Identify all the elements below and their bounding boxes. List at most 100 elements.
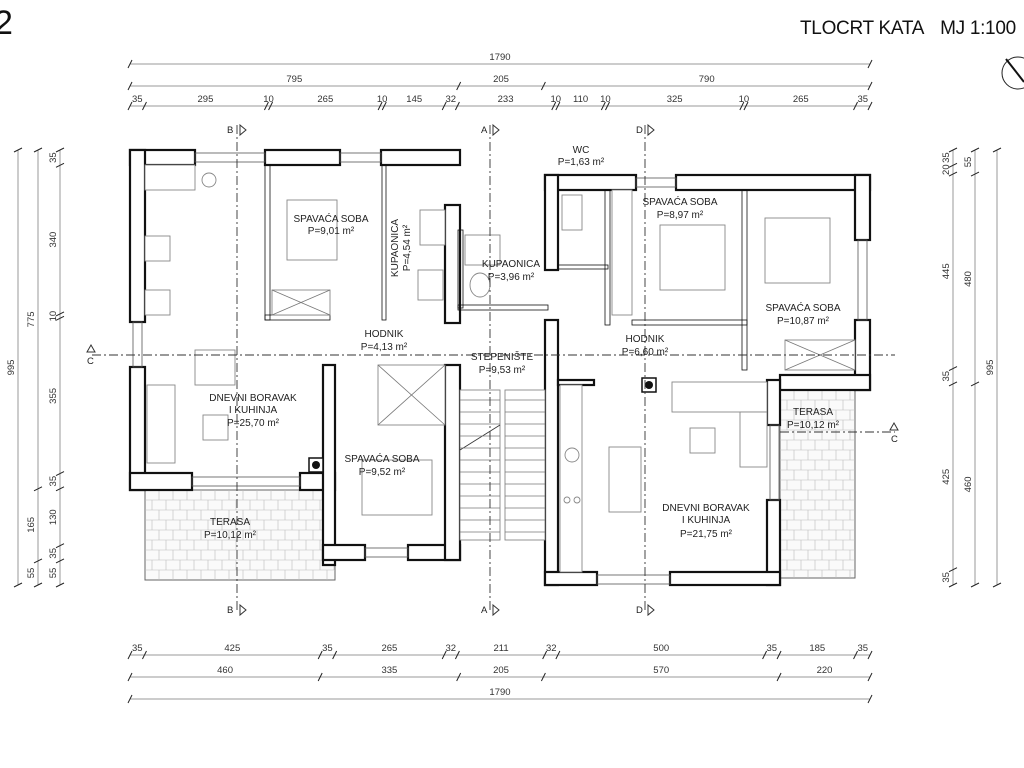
- toilet-icon: [561, 194, 583, 231]
- dimension-label: 35: [132, 643, 143, 654]
- dimension-tick: [317, 650, 323, 660]
- terrace-left: [144, 489, 336, 581]
- dimension-label: 35: [941, 152, 952, 163]
- dimension-label: 35: [48, 152, 59, 163]
- dimension-tick: [127, 101, 133, 111]
- room-name: I KUHINJA: [682, 515, 731, 526]
- dimension-tick: [454, 650, 460, 660]
- dimension-tick: [743, 101, 749, 111]
- section-marker-c-right: C: [891, 434, 898, 445]
- room-area: P=1,63 m²: [558, 157, 605, 168]
- dimension-label: 1790: [489, 687, 510, 698]
- dimension-tick: [551, 101, 557, 111]
- dimension-label: 130: [48, 509, 59, 525]
- dimension-tick: [381, 101, 387, 111]
- room-area: P=4,54 m²: [402, 224, 413, 271]
- sofa-icon: [146, 384, 176, 464]
- dimension-tick: [55, 471, 65, 476]
- dimension-label: 10: [600, 94, 611, 105]
- dimension-tick: [867, 672, 873, 682]
- dimension-tick: [776, 650, 782, 660]
- dimension-label: 32: [546, 643, 557, 654]
- dimension-tick: [317, 672, 323, 682]
- dimension-tick: [542, 650, 548, 660]
- dimension-tick: [441, 650, 447, 660]
- dimension-tick: [454, 101, 460, 111]
- dimension-label: 55: [963, 157, 974, 168]
- washbasin-icon: [419, 209, 446, 246]
- dimension-label: 32: [446, 94, 457, 105]
- dimension-tick: [540, 81, 546, 91]
- dimension-label: 795: [286, 74, 302, 85]
- room-name: TERASA: [210, 517, 250, 528]
- dimension-tick: [456, 81, 462, 91]
- section-markers: B B A A D D C C: [86, 123, 899, 617]
- dimension-tick: [948, 582, 958, 588]
- dimension-tick: [867, 59, 873, 69]
- section-marker-b-bottom: B: [227, 605, 233, 616]
- room-name: STEPENIŠTE: [471, 350, 534, 363]
- dimension-label: 460: [217, 665, 233, 676]
- dimension-label: 35: [941, 371, 952, 382]
- room-area: P=10,87 m²: [777, 316, 830, 327]
- dimension-label: 35: [132, 94, 143, 105]
- dimension-label: 185: [809, 643, 825, 654]
- kitchen-sink-icon: [144, 164, 196, 191]
- dimension-tick: [55, 582, 65, 588]
- dimension-tick: [33, 582, 43, 588]
- section-lines: [92, 125, 895, 610]
- dimension-label: 35: [322, 643, 333, 654]
- dimension-label: 220: [817, 665, 833, 676]
- dimension-label: 995: [6, 360, 17, 376]
- dimension-tick: [970, 171, 980, 177]
- dimension-label: 32: [446, 643, 457, 654]
- dimension-label: 35: [857, 643, 868, 654]
- dimension-tick: [332, 650, 338, 660]
- dimension-tick: [13, 147, 23, 153]
- room-name: KUPAONICA: [482, 259, 540, 270]
- dimension-tick: [55, 162, 65, 168]
- room-name: DNEVNI BORAVAK: [209, 393, 297, 404]
- room-name: TERASA: [793, 407, 833, 418]
- room-name: I KUHINJA: [229, 405, 278, 416]
- room-area: P=9,01 m²: [308, 226, 355, 237]
- dimension-tick: [948, 171, 958, 177]
- dim-top-total: 1790: [127, 52, 873, 69]
- dimension-tick: [992, 147, 1002, 153]
- room-name: WC: [573, 145, 590, 156]
- dimension-tick: [55, 558, 65, 564]
- dimension-tick: [948, 366, 958, 372]
- room-area: P=6,60 m²: [622, 347, 669, 358]
- dimension-tick: [739, 101, 745, 111]
- dimension-label: 233: [498, 94, 514, 105]
- dimension-label: 340: [48, 232, 59, 248]
- room-area: P=3,96 m²: [488, 272, 535, 283]
- wardrobe-icon: [611, 189, 633, 316]
- section-marker-b-top: B: [227, 125, 233, 136]
- room-name: SPAVAĆA SOBA: [344, 452, 419, 465]
- dimension-tick: [992, 582, 1002, 588]
- dimension-label: 10: [377, 94, 388, 105]
- dimension-tick: [55, 315, 65, 321]
- dimension-tick: [776, 672, 782, 682]
- dimension-label: 35: [48, 476, 59, 487]
- table-icon: [689, 427, 716, 454]
- dimension-tick: [55, 543, 65, 549]
- dimension-tick: [55, 147, 65, 153]
- dining-table-icon: [608, 446, 642, 513]
- dimension-label: 35: [48, 548, 59, 559]
- dimension-label: 35: [941, 572, 952, 583]
- dimension-tick: [853, 650, 858, 660]
- sheet-number: 2: [0, 4, 13, 42]
- dimension-label: 110: [573, 94, 588, 105]
- toilet-icon: [417, 269, 444, 301]
- dimension-label: 35: [767, 643, 778, 654]
- dimension-tick: [948, 381, 958, 387]
